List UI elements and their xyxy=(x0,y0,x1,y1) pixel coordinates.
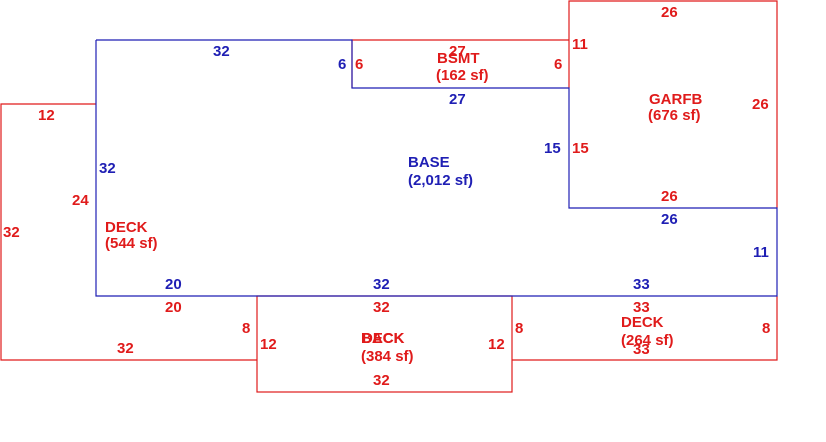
dim-garfb-right: 26 xyxy=(752,96,769,113)
bsmt-area: (162 sf) xyxy=(436,67,489,84)
dim-deck-left-inner: 24 xyxy=(72,192,89,209)
dim-deck-left-top: 12 xyxy=(38,107,55,124)
dim-deck-right-left: 8 xyxy=(515,320,523,337)
deck-bottom-name: DECK xyxy=(362,330,405,347)
deck-right-area: (264 sf) xyxy=(621,332,674,349)
garfb-name: GARFB xyxy=(649,91,702,108)
dim-base-bottom-mid: 32 xyxy=(373,276,390,293)
base-area: (2,012 sf) xyxy=(408,172,473,189)
deck-right-outline xyxy=(512,296,778,361)
deck-left-name: DECK xyxy=(105,219,148,236)
dim-base-left: 32 xyxy=(99,160,116,177)
base-outline xyxy=(95,39,778,297)
dim-base-notch-bottom: 27 xyxy=(449,91,466,108)
dim-deck-bottom-right: 12 xyxy=(488,336,505,353)
bsmt-name: BSMT xyxy=(437,50,480,67)
dim-garfb-top: 26 xyxy=(661,4,678,21)
dim-deck-right-bottom: 33 xyxy=(633,341,650,358)
deck-left-area: (544 sf) xyxy=(105,235,158,252)
dim-deck-bottom-left: 12 xyxy=(260,336,277,353)
dim-base-mid-right: 15 xyxy=(544,140,561,157)
garfb-area: (676 sf) xyxy=(648,107,701,124)
dim-base-gar-bottom: 26 xyxy=(661,211,678,228)
dim-base-bottom-left: 20 xyxy=(165,276,182,293)
dim-bsmt-left: 6 xyxy=(355,56,363,73)
dim-garfb-bottom: 26 xyxy=(661,188,678,205)
dim-deck-left-short: 8 xyxy=(242,320,250,337)
dim-deck-left-bottom: 32 xyxy=(117,340,134,357)
dim-deck-right-top: 33 xyxy=(633,299,650,316)
deck-right-name: DECK xyxy=(621,314,664,331)
garfb-outline xyxy=(568,0,778,208)
dim-garfb-left: 15 xyxy=(572,140,589,157)
deck-bottom-area: (384 sf) xyxy=(361,348,414,365)
deck-left-outline xyxy=(0,103,257,361)
dim-deck-right-right: 8 xyxy=(762,320,770,337)
dim-base-bottom-right: 33 xyxy=(633,276,650,293)
dim-deck-bottom-top: 32 xyxy=(373,299,390,316)
dim-deck-bottom-bottom: 32 xyxy=(373,372,390,389)
overlap-bottom-text: BACK xyxy=(361,330,404,347)
dim-base-notch-left: 6 xyxy=(338,56,346,73)
dim-base-top: 32 xyxy=(213,43,230,60)
dim-deck-left-base: 20 xyxy=(165,299,182,316)
overlap-top-text: 27 xyxy=(449,43,466,60)
dim-garfb-extension: 11 xyxy=(572,36,588,53)
dim-bsmt-right: 6 xyxy=(554,56,562,73)
base-name: BASE xyxy=(408,154,450,171)
dim-deck-left-side: 32 xyxy=(3,224,20,241)
dim-base-right: 11 xyxy=(753,244,769,261)
